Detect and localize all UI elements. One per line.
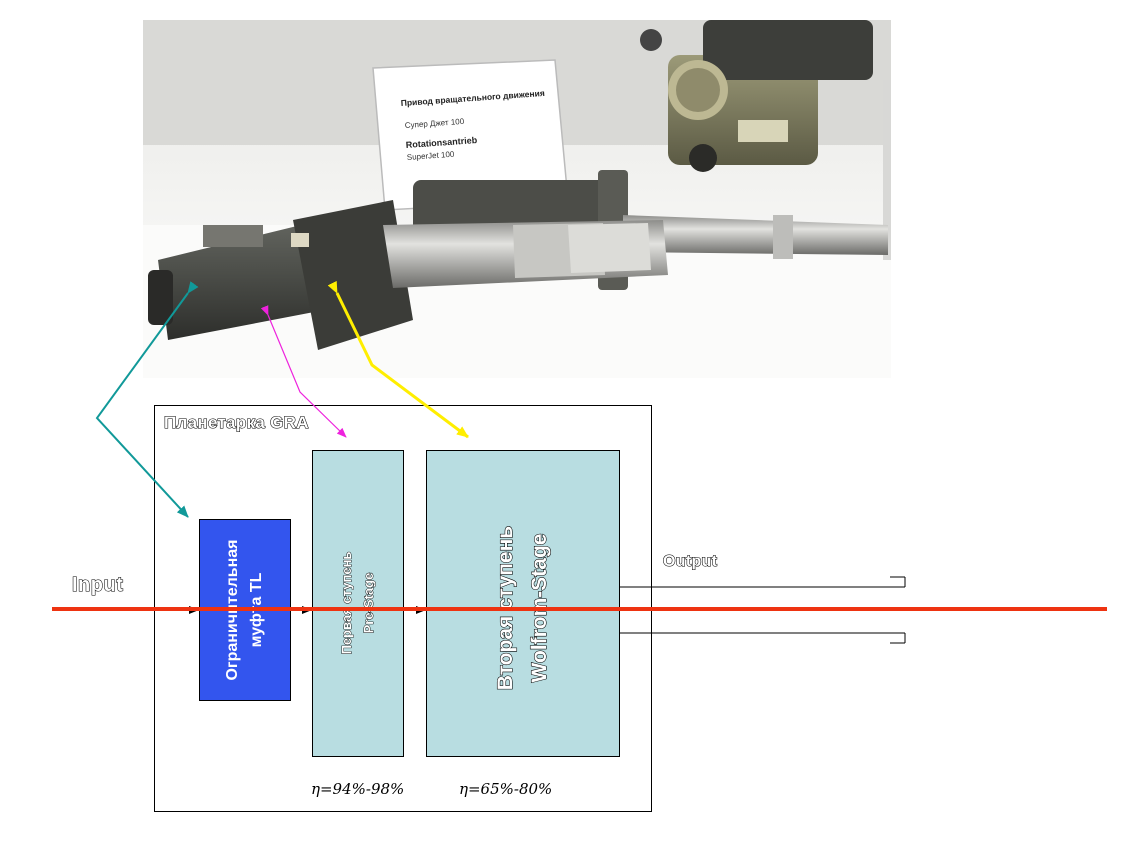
efficiency-stage2: η=65%-80% xyxy=(459,780,553,798)
info-sign: Привод вращательного движения Супер Джет… xyxy=(372,59,569,211)
sign-ru-sub: Супер Джет 100 xyxy=(405,117,465,130)
actuator-photo: Привод вращательного движения Супер Джет… xyxy=(143,20,891,378)
output-shaft xyxy=(620,576,906,644)
output-label: Output xyxy=(662,552,718,570)
pre-stage-block xyxy=(312,450,404,757)
yellow-arrow xyxy=(327,280,469,439)
efficiency-stage1: η=94%-98% xyxy=(311,780,405,798)
input-label: Input xyxy=(71,573,124,596)
wolfrom-stage-block xyxy=(426,450,620,757)
teal-arrow xyxy=(95,281,199,518)
sign-de-sub: SuperJet 100 xyxy=(407,150,456,162)
background-device xyxy=(640,20,891,260)
magenta-arrow xyxy=(260,305,347,438)
